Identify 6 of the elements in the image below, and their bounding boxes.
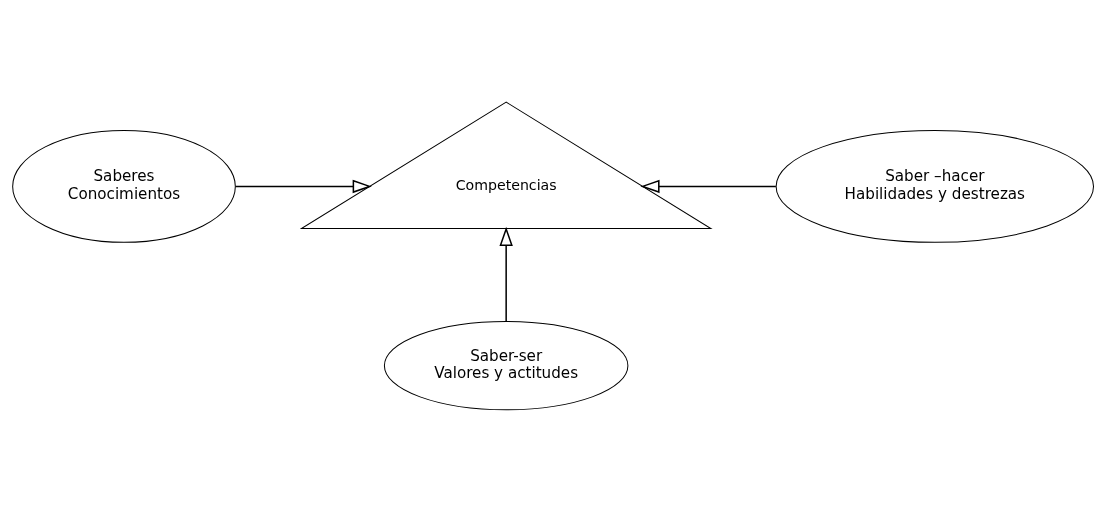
arrow — [234, 179, 372, 193]
node-ellipse: Saberes Conocimientos — [12, 129, 236, 243]
arrow — [499, 226, 513, 322]
arrow — [640, 179, 777, 193]
node-ellipse: Saber –hacer Habilidades y destrezas — [775, 129, 1094, 243]
node-ellipse: Saber-ser Valores y actitudes — [383, 320, 629, 410]
